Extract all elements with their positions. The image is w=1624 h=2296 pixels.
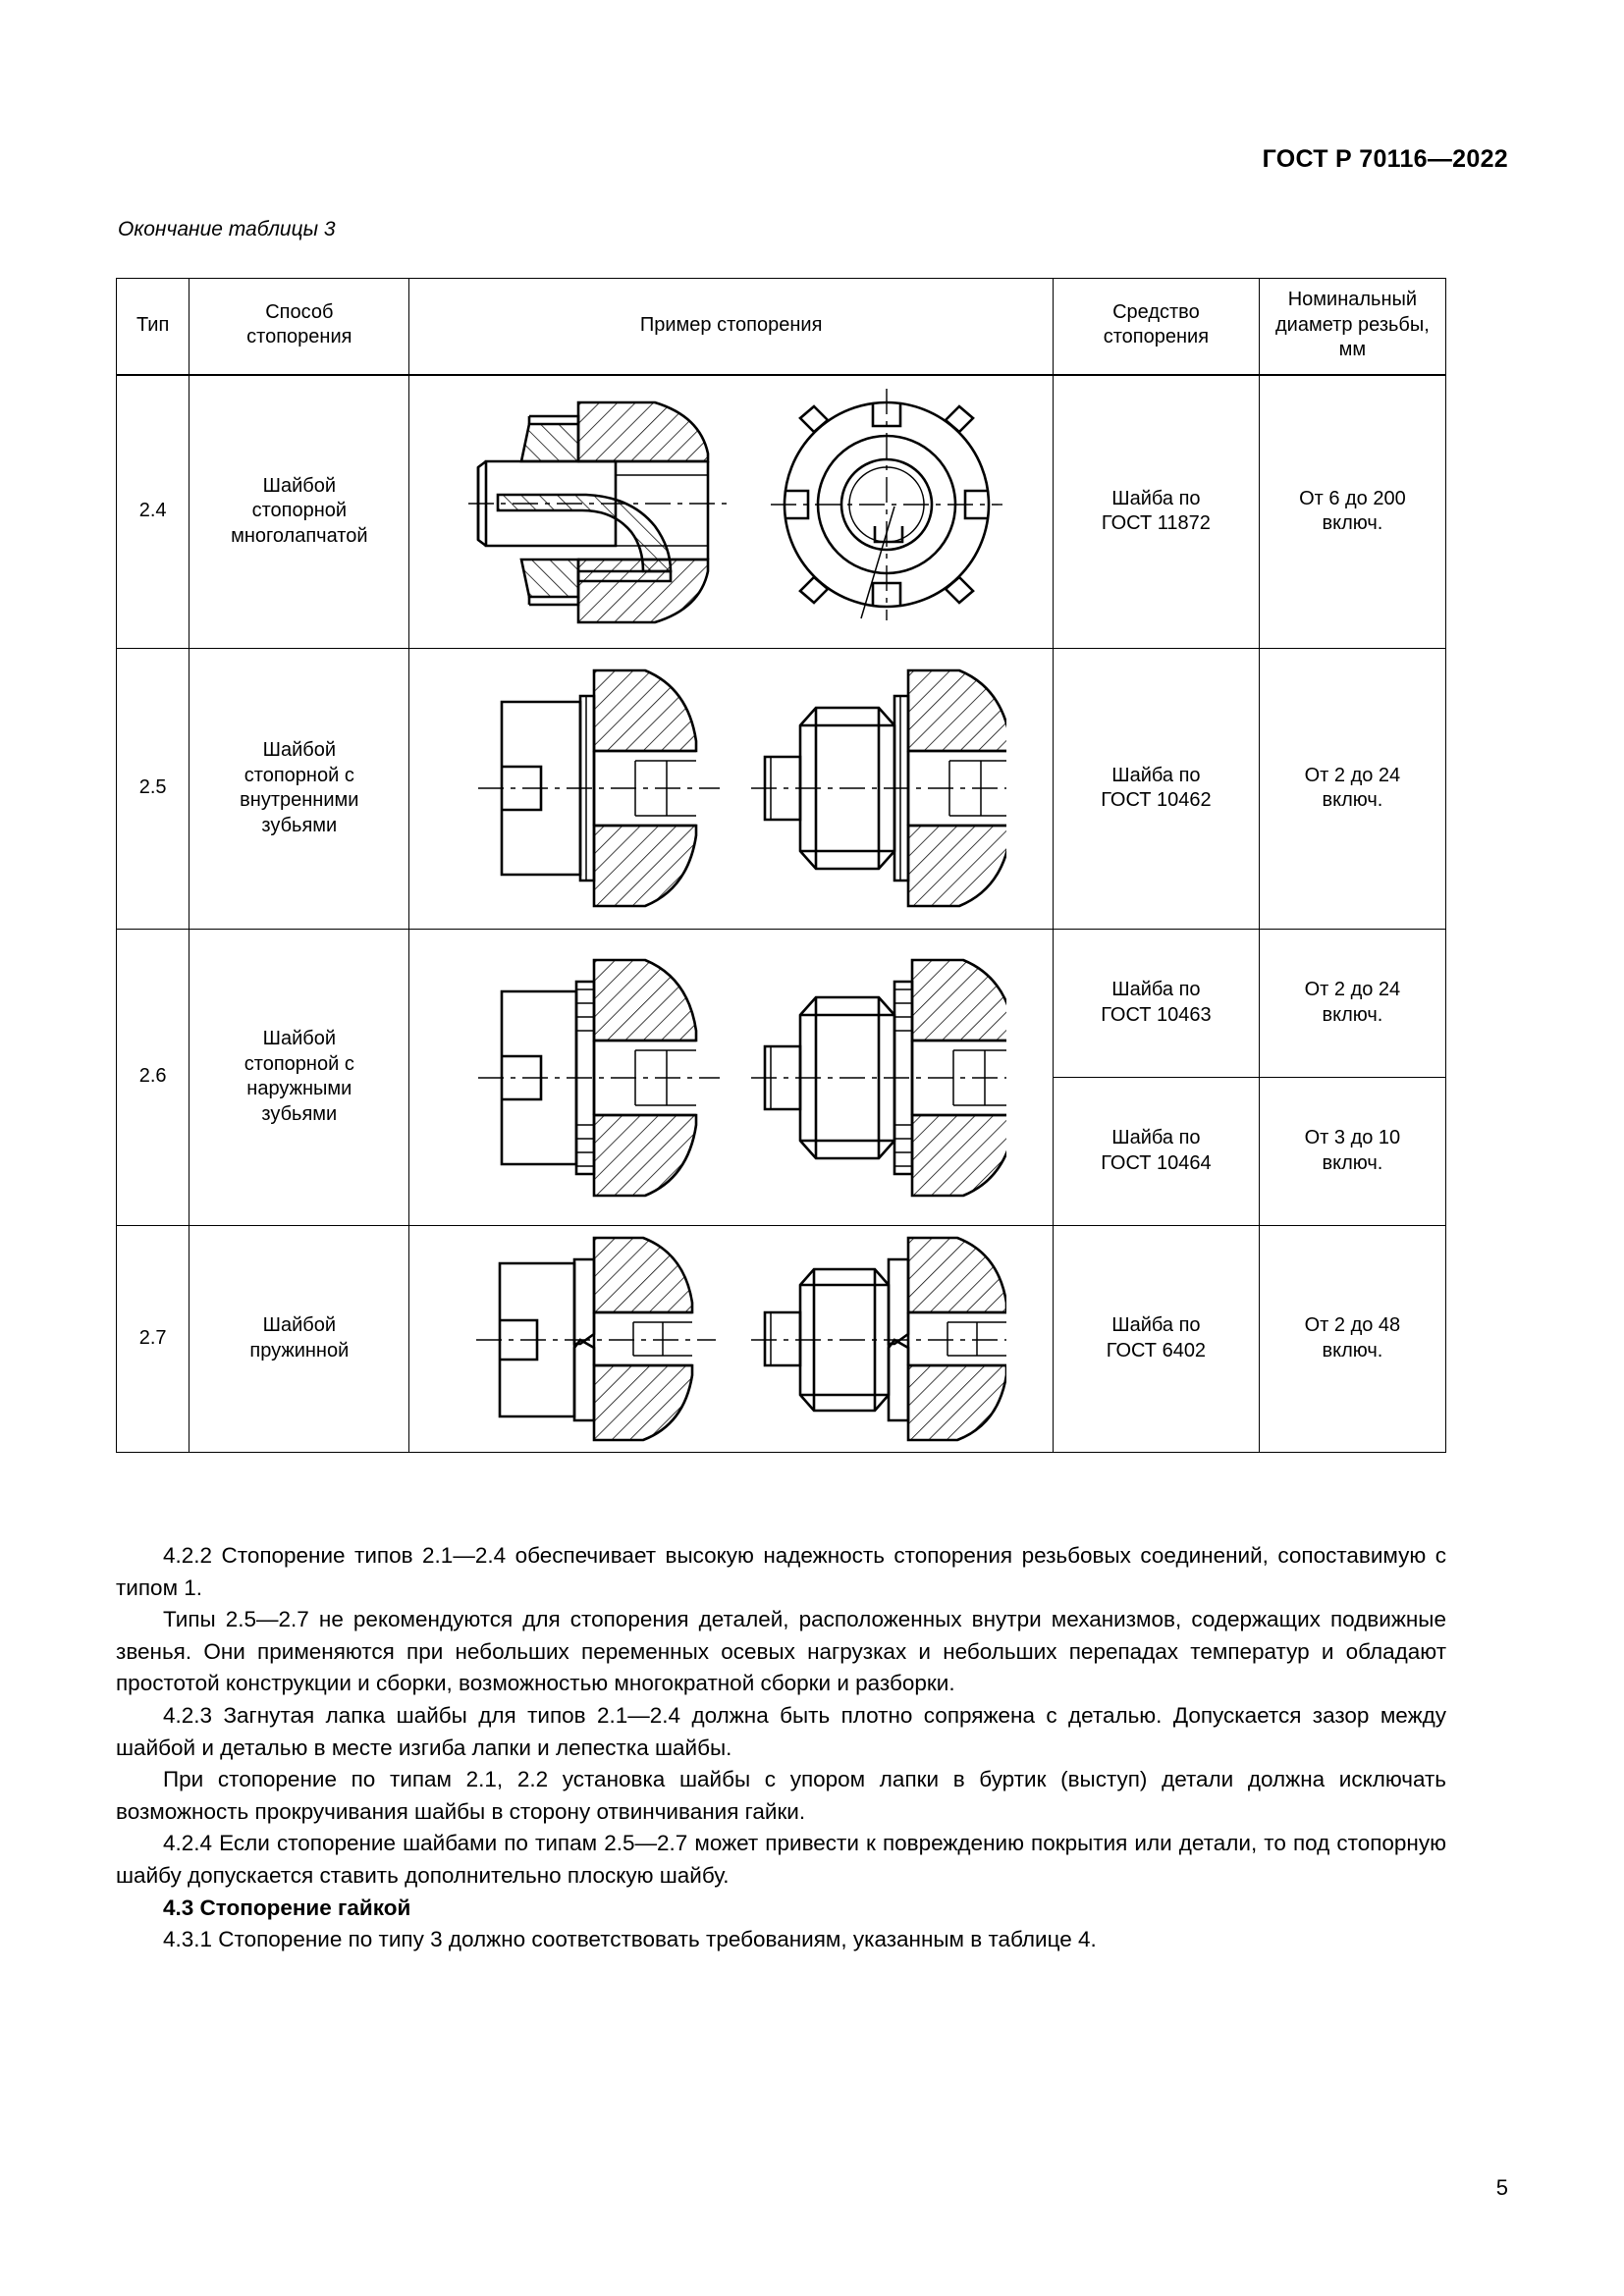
- means-line2: ГОСТ 10464: [1101, 1151, 1212, 1174]
- body-text-block: 4.2.2 Стопорение типов 2.1—2.4 обеспечив…: [116, 1540, 1446, 1956]
- method-line3: наружными: [246, 1078, 352, 1100]
- cell-type: 2.5: [115, 647, 190, 930]
- table-row: Шайба по ГОСТ 10464 От 3 до 10 включ.: [117, 1076, 1447, 1226]
- table-row: 2.4 Шайбой стопорной многолапчатой: [115, 374, 1447, 649]
- method-line1: Шайбой: [262, 1314, 336, 1337]
- paragraph-4-2-3: 4.2.3 Загнутая лапка шайбы для типов 2.1…: [116, 1702, 1446, 1760]
- table-body: 2.4 Шайбой стопорной многолапчатой: [115, 374, 1447, 1453]
- method-line2: стопорной: [251, 500, 348, 522]
- method-line1: Шайбой: [262, 1028, 336, 1050]
- cell-means: Шайба по ГОСТ 6402: [1053, 1224, 1260, 1453]
- cell-diameter: От 2 до 24 включ.: [1258, 647, 1447, 930]
- table-header: Тип Способ стопорения Пример стопорения …: [115, 277, 1447, 376]
- cell-example-drawing: [408, 374, 1054, 649]
- paragraph-4-2-2: 4.2.2 Стопорение типов 2.1—2.4 обеспечив…: [116, 1543, 1446, 1600]
- cell-example-drawing: [408, 1224, 1054, 1453]
- cell-diameter: От 6 до 200 включ.: [1258, 374, 1447, 649]
- means-line1: Шайба по: [1111, 487, 1201, 509]
- tab-washer-drawing: [467, 389, 1002, 624]
- cell-example-drawing: [408, 647, 1054, 930]
- means-line2: ГОСТ 10463: [1101, 1003, 1212, 1026]
- diameter-line2: включ.: [1322, 1151, 1383, 1174]
- method-line2: стопорной с: [244, 1052, 354, 1075]
- diameter-line2: включ.: [1322, 1003, 1383, 1026]
- cell-method: Шайбой стопорной многолапчатой: [189, 374, 410, 649]
- column-header-means: Средство стопорения: [1053, 277, 1260, 376]
- method-line2: пружинной: [249, 1339, 350, 1362]
- cell-example-drawing: [408, 928, 1054, 1226]
- method-line3: внутренними: [240, 789, 359, 812]
- means-line2: ГОСТ 6402: [1106, 1339, 1207, 1362]
- column-header-means-line1: Средство: [1112, 300, 1200, 323]
- column-header-diameter: Номинальный диаметр резьбы, мм: [1258, 277, 1447, 376]
- diameter-line2: включ.: [1322, 1339, 1383, 1362]
- column-header-method-line2: стопорения: [246, 326, 352, 348]
- table-row: 2.5 Шайбой стопорной с внутренними зубья…: [115, 647, 1447, 930]
- type-value: 2.7: [138, 1326, 167, 1349]
- method-line4: зубьями: [261, 1102, 338, 1125]
- paragraph-4-3-1: 4.3.1 Стопорение по типу 3 должно соотве…: [163, 1927, 1097, 1952]
- cell-means: Шайба по ГОСТ 10462: [1053, 647, 1260, 930]
- internal-tooth-washer-drawing: [477, 668, 1006, 908]
- means-line1: Шайба по: [1111, 1314, 1201, 1337]
- cell-diameter: От 3 до 10 включ.: [1258, 1076, 1447, 1226]
- means-line2: ГОСТ 10462: [1101, 789, 1212, 812]
- standard-number-header: ГОСТ Р 70116—2022: [1262, 145, 1508, 173]
- column-header-diameter-line1: Номинальный: [1287, 289, 1418, 310]
- external-tooth-washer-drawing: [477, 958, 1006, 1198]
- column-header-type: Тип: [115, 277, 190, 376]
- cell-means: Шайба по ГОСТ 10464: [1053, 1076, 1260, 1226]
- cell-diameter: От 2 до 48 включ.: [1258, 1224, 1447, 1453]
- column-header-means-line2: стопорения: [1103, 326, 1210, 348]
- paragraph-4-2-4: 4.2.4 Если стопорение шайбами по типам 2…: [116, 1831, 1446, 1888]
- column-header-method: Способ стопорения: [189, 277, 410, 376]
- means-line1: Шайба по: [1111, 979, 1201, 1001]
- cell-method: Шайбой пружинной: [189, 1224, 410, 1453]
- column-header-example: Пример стопорения: [408, 277, 1054, 376]
- diameter-line2: включ.: [1322, 789, 1383, 812]
- means-line2: ГОСТ 11872: [1101, 512, 1211, 535]
- table-caption: Окончание таблицы 3: [118, 218, 336, 240]
- cell-type: 2.6: [115, 928, 190, 1226]
- type-value: 2.6: [138, 1065, 167, 1088]
- method-line3: многолапчатой: [231, 525, 368, 548]
- column-header-method-line1: Способ: [265, 300, 334, 323]
- paragraph-types-2-5-2-7: Типы 2.5—2.7 не рекомендуются для стопор…: [116, 1607, 1446, 1696]
- diameter-line1: От 2 до 24: [1304, 979, 1401, 1001]
- diameter-line1: От 2 до 48: [1304, 1314, 1401, 1337]
- paragraph-installation-note: При стопорение по типам 2.1, 2.2 установ…: [116, 1767, 1446, 1824]
- cell-means: Шайба по ГОСТ 10463: [1053, 928, 1260, 1078]
- method-line4: зубьями: [261, 814, 338, 836]
- page-number: 5: [1495, 2175, 1508, 2200]
- diameter-line1: От 3 до 10: [1304, 1127, 1401, 1149]
- cell-method: Шайбой стопорной с наружными зубьями: [189, 928, 410, 1226]
- cell-means: Шайба по ГОСТ 11872: [1053, 374, 1260, 649]
- method-line2: стопорной с: [244, 764, 354, 786]
- cell-type: 2.4: [115, 374, 190, 649]
- cell-diameter: От 2 до 24 включ.: [1258, 928, 1447, 1078]
- column-header-example-label: Пример стопорения: [639, 313, 823, 336]
- method-line1: Шайбой: [262, 739, 336, 762]
- diameter-line1: От 2 до 24: [1304, 764, 1401, 786]
- method-line1: Шайбой: [262, 474, 336, 497]
- column-header-type-label: Тип: [135, 313, 170, 336]
- column-header-diameter-line3: мм: [1338, 339, 1367, 361]
- cell-method: Шайбой стопорной с внутренними зубьями: [189, 647, 410, 930]
- means-line1: Шайба по: [1111, 1127, 1201, 1149]
- table-row: 2.6 Шайбой стопорной с наружными зубьями: [115, 928, 1447, 1226]
- section-heading-4-3: 4.3 Стопорение гайкой: [163, 1895, 411, 1920]
- table-header-row: Тип Способ стопорения Пример стопорения …: [115, 277, 1447, 376]
- cell-type: 2.7: [115, 1224, 190, 1453]
- diameter-line1: От 6 до 200: [1299, 487, 1406, 509]
- table-row: 2.7 Шайбой пружинной: [115, 1224, 1447, 1453]
- locking-methods-table: Тип Способ стопорения Пример стопорения …: [115, 277, 1447, 1453]
- means-line1: Шайба по: [1111, 764, 1201, 786]
- spring-washer-drawing: [475, 1236, 1006, 1442]
- type-value: 2.5: [138, 776, 167, 799]
- column-header-diameter-line2: диаметр резьбы,: [1275, 313, 1430, 336]
- type-value: 2.4: [138, 500, 167, 522]
- diameter-line2: включ.: [1322, 512, 1383, 535]
